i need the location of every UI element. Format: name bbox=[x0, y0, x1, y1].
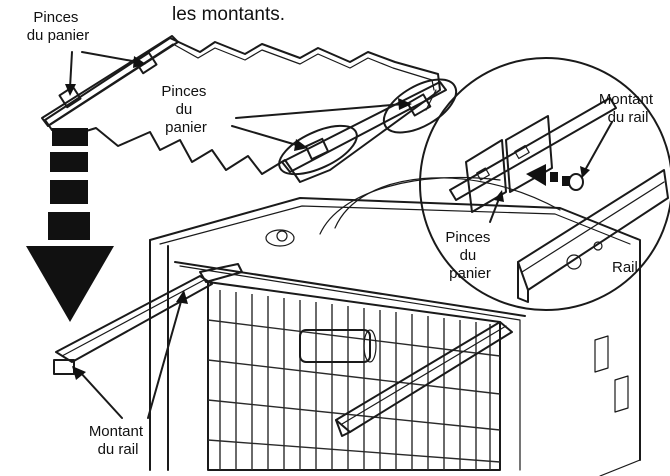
lower-rack bbox=[207, 281, 501, 471]
left-rail bbox=[53, 263, 243, 375]
dishwasher-body bbox=[149, 176, 641, 476]
label-top-left: Pinces du panier bbox=[27, 9, 90, 44]
detail-inset bbox=[419, 57, 670, 311]
bottom-callout-arrows bbox=[72, 290, 188, 419]
label-rail: Rail bbox=[612, 259, 638, 276]
label-inset-top: Montant du rail bbox=[599, 91, 657, 126]
down-arrow-icon bbox=[26, 128, 114, 322]
label-bottom-left: Montant du rail bbox=[89, 423, 147, 458]
label-inset-bottom: Pinces du panier bbox=[445, 229, 494, 282]
label-center: Pinces du panier bbox=[161, 83, 210, 136]
basket-clips-top-left bbox=[58, 51, 158, 109]
caption-text: les montants. bbox=[172, 4, 285, 25]
basket-wire-frame bbox=[41, 35, 447, 183]
callout-arrows bbox=[65, 51, 412, 151]
right-rail bbox=[335, 321, 513, 437]
basket-clips-center bbox=[278, 78, 458, 176]
